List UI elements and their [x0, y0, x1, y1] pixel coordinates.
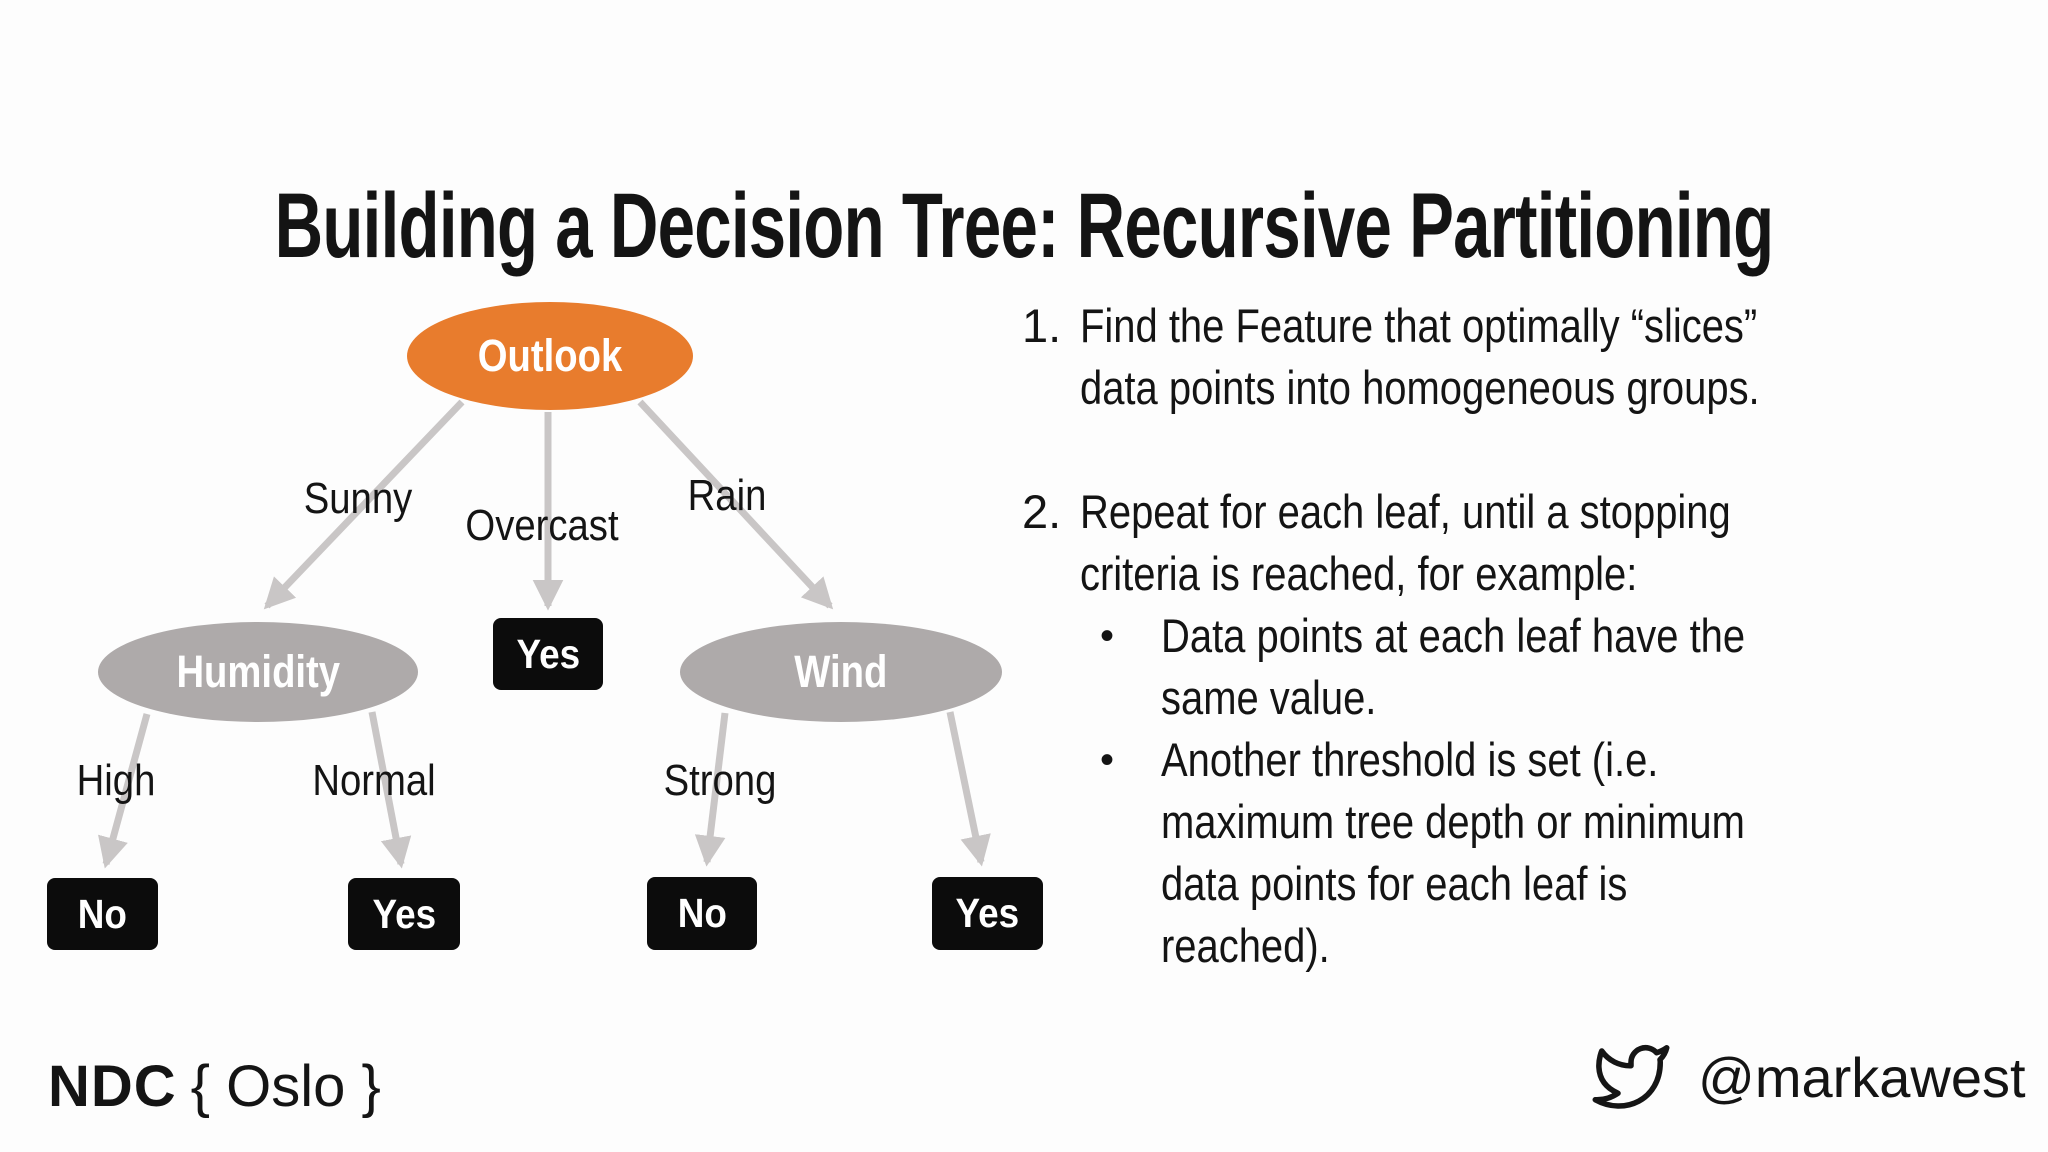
tree-node-humidity-label: Humidity	[176, 646, 340, 697]
bullet-marker: •	[1100, 738, 1115, 782]
step-2-line-1: Repeat for each leaf, until a stopping	[1080, 485, 1731, 538]
bullet-1-line-1: Data points at each leaf have the	[1161, 609, 1746, 662]
edge-humidity-no-leaf	[98, 713, 151, 869]
leaf-normal-yes-label: Yes	[372, 890, 436, 937]
ndc-logo-text: NDC	[48, 1054, 177, 1119]
edge-label-normal: Normal	[312, 756, 436, 805]
leaf-normal-yes: Yes	[348, 878, 460, 950]
step-2: 2. Repeat for each leaf, until a stoppin…	[1022, 481, 1942, 977]
steps-list: 1. Find the Feature that optimally “slic…	[1022, 295, 1942, 977]
step-1-line-2: data points into homogeneous groups.	[1080, 361, 1760, 414]
edge-wind-yes-leaf	[946, 711, 991, 867]
edge-outlook-wind	[637, 399, 834, 610]
bullet-1-line-2: same value.	[1161, 671, 1377, 724]
leaf-overcast-yes-label: Yes	[516, 630, 580, 677]
leaf-weak-yes: Yes	[932, 877, 1043, 950]
step-1-number: 1.	[1022, 299, 1062, 352]
twitter-bird-icon	[1592, 1044, 1670, 1109]
leaf-high-no-label: No	[77, 890, 128, 937]
bullet-2-line-2: maximum tree depth or minimum	[1161, 795, 1745, 848]
step-2-bullet-1: • Data points at each leaf have the same…	[1080, 605, 1942, 729]
edge-label-overcast: Overcast	[465, 501, 619, 550]
tree-node-wind: Wind	[680, 622, 1002, 722]
edge-outlook-humidity	[263, 399, 465, 610]
twitter-attribution: @markawest	[1586, 1038, 2026, 1116]
edge-label-sunny: Sunny	[303, 474, 413, 523]
edge-label-strong: Strong	[663, 756, 777, 805]
bullet-marker: •	[1100, 614, 1115, 658]
bullet-2-line-4: reached).	[1161, 919, 1330, 972]
tree-node-wind-label: Wind	[794, 646, 888, 697]
step-2-number: 2.	[1022, 485, 1062, 538]
edge-wind-no-leaf	[694, 712, 729, 867]
bullet-2-line-3: data points for each leaf is	[1161, 857, 1628, 910]
slide-title: Building a Decision Tree: Recursive Part…	[274, 174, 1775, 277]
step-2-bullet-2: • Another threshold is set (i.e. maximum…	[1080, 729, 1942, 977]
step-1-line-1: Find the Feature that optimally “slices”	[1080, 299, 1758, 352]
step-1: 1. Find the Feature that optimally “slic…	[1022, 295, 1942, 419]
edge-label-high: High	[76, 756, 156, 805]
step-2-line-2: criteria is reached, for example:	[1080, 547, 1638, 600]
edge-label-rain: Rain	[687, 471, 767, 520]
bullet-2-line-1: Another threshold is set (i.e.	[1161, 733, 1659, 786]
twitter-handle: @markawest	[1698, 1045, 2026, 1109]
leaf-high-no: No	[47, 878, 158, 950]
leaf-strong-no-label: No	[677, 890, 727, 936]
ndc-logo-suffix: { Oslo }	[190, 1054, 381, 1119]
ndc-oslo-logo: NDC{ Oslo }	[48, 1053, 381, 1120]
leaf-weak-yes-label: Yes	[955, 890, 1020, 936]
tree-node-humidity: Humidity	[98, 622, 418, 722]
leaf-overcast-yes: Yes	[493, 618, 603, 690]
edge-humidity-yes-leaf	[368, 711, 412, 869]
tree-node-outlook: Outlook	[407, 302, 693, 410]
leaf-strong-no: No	[647, 877, 757, 950]
tree-node-outlook-label: Outlook	[477, 330, 623, 381]
